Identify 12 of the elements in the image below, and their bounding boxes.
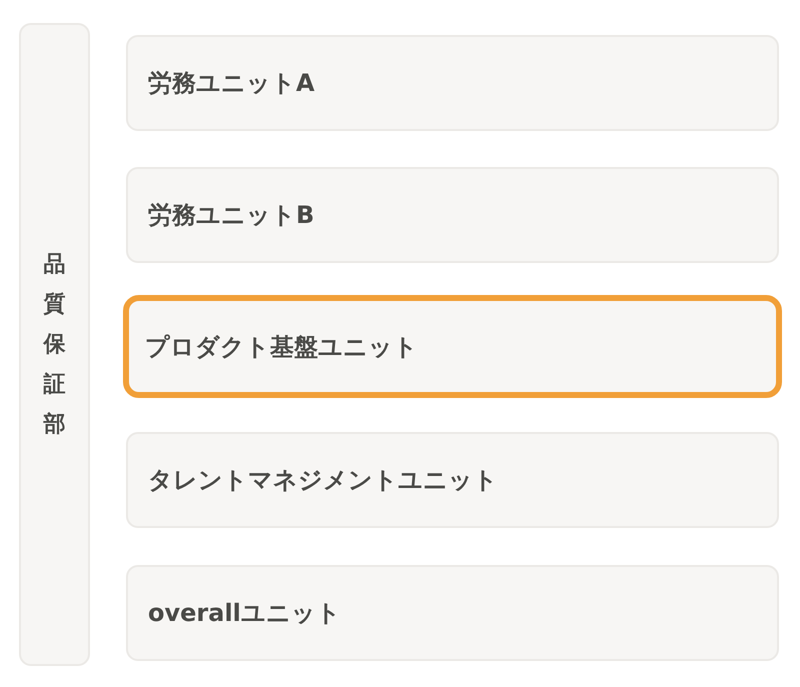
unit-name: プロダクト基盤ユニット: [145, 332, 418, 362]
department-band: [19, 23, 90, 666]
unit-card: [126, 35, 779, 131]
unit-name: overallユニット: [148, 598, 341, 629]
unit-card: [126, 565, 779, 661]
unit-name: 労務ユニットB: [148, 200, 314, 231]
unit-card: [126, 167, 779, 263]
department-name: 品質保証部: [43, 250, 66, 438]
unit-name: 労務ユニットA: [148, 68, 315, 99]
unit-card: [126, 432, 779, 528]
highlighted-unit-card: [123, 295, 782, 398]
unit-name: タレントマネジメントユニット: [148, 465, 498, 496]
